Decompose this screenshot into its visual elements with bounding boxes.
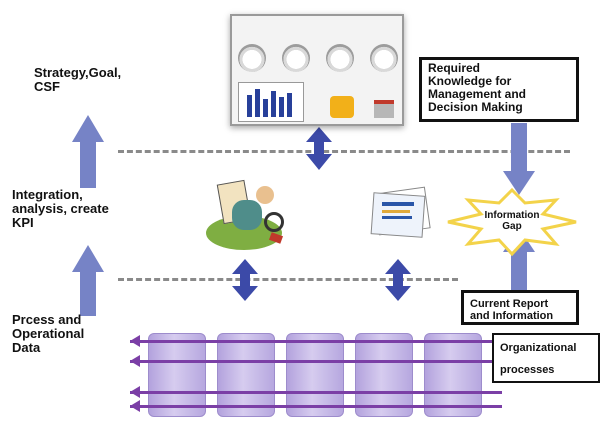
information-gap-label: Information Gap: [484, 210, 540, 232]
process-label: Prcess and Operational Data: [12, 312, 85, 355]
process-column: [286, 333, 344, 417]
process-flow-line: [130, 340, 502, 343]
yellow-gauge-icon: [330, 96, 354, 118]
left-upper-arrow: [72, 115, 104, 188]
process-flow-line: [130, 405, 502, 408]
organizational-processes-box: Organizational processes: [492, 333, 600, 383]
gauge-icon: [370, 44, 398, 72]
analyst-with-magnifier-icon: [198, 176, 298, 256]
current-report-box: Current Report and Information: [461, 290, 579, 325]
right-down-arrow: [503, 123, 535, 195]
process-arrowhead: [130, 355, 140, 367]
information-gap-star: [447, 187, 577, 257]
process-arrowhead: [130, 386, 140, 398]
gauge-icon: [326, 44, 354, 72]
gauge-icon: [238, 44, 266, 72]
strategy-label: Strategy,Goal, CSF: [34, 65, 122, 94]
report-document-icon: [368, 184, 434, 238]
required-knowledge-box: Required Knowledge for Management and De…: [419, 57, 579, 122]
small-indicator-icon: [374, 100, 394, 118]
dashboard-monitor-icon: [230, 14, 404, 126]
lower-dashed-line: [118, 278, 458, 281]
process-arrowhead: [130, 335, 140, 347]
center-top-double-arrow: [306, 127, 332, 170]
bar-chart-thumbnail-icon: [238, 82, 304, 122]
process-flow-line: [130, 360, 502, 363]
process-column: [148, 333, 206, 417]
center-left-double-arrow: [232, 259, 258, 301]
upper-dashed-line: [118, 150, 570, 153]
integration-label: Integration, analysis, create KPI: [12, 187, 109, 230]
center-right-double-arrow: [385, 259, 411, 301]
gauge-icon: [282, 44, 310, 72]
process-flow-line: [130, 391, 502, 394]
process-column: [217, 333, 275, 417]
process-column: [424, 333, 482, 417]
left-lower-arrow: [72, 245, 104, 316]
process-column: [355, 333, 413, 417]
process-arrowhead: [130, 400, 140, 412]
